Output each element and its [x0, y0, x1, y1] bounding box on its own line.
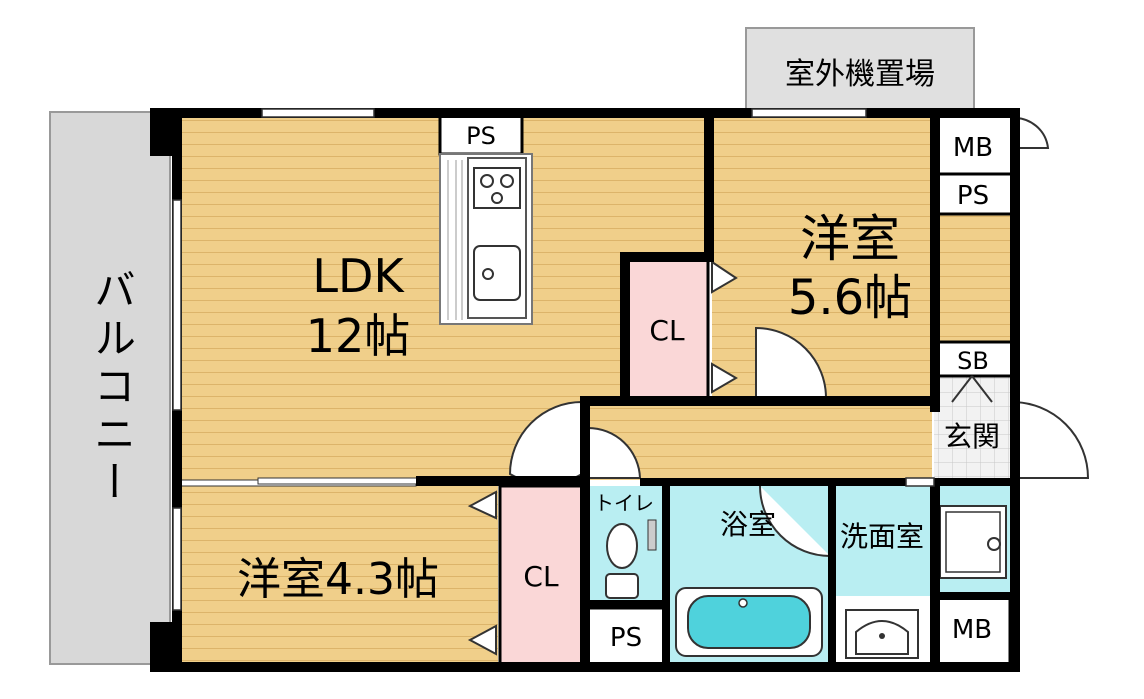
toilet-label: トイレ: [594, 491, 654, 515]
bathroom-label: 浴室: [720, 508, 776, 541]
walls: [150, 108, 1020, 672]
mb-bottom-label: MB: [952, 615, 992, 645]
toilet-fixture-icon: [605, 519, 657, 599]
bathroom-door-arc: [759, 485, 831, 557]
cl-center-label: CL: [649, 314, 685, 347]
cl-bottom-label: CL: [523, 560, 559, 593]
balcony-label: バルコニー: [88, 268, 137, 508]
wash-basin-icon: [845, 609, 919, 659]
ps-bottom-label: PS: [610, 623, 642, 653]
western-room-1-name: 洋室: [800, 210, 900, 268]
ps-top-label: PS: [466, 122, 496, 150]
outdoor-unit-area: [745, 27, 975, 113]
bathtub-icon: [675, 587, 823, 657]
balcony-area: [49, 111, 171, 665]
ldk-size: 12帖: [306, 309, 411, 363]
washroom-label: 洗面室: [840, 520, 924, 553]
hall-floor: [588, 402, 932, 478]
entrance-label: 玄関: [944, 420, 1000, 453]
sb-label: SB: [957, 347, 989, 375]
ldk-name: LDK: [312, 249, 405, 303]
sb-door-marks: [951, 375, 993, 403]
door-arcs: [508, 116, 1090, 485]
outdoor-unit-label: 室外機置場: [785, 57, 935, 92]
stove-icon: [473, 167, 521, 209]
entrance-floor: [934, 376, 1010, 478]
western-room-1-size: 5.6帖: [788, 270, 912, 326]
western-room-2-floor: [180, 486, 498, 664]
mb-top-label: MB: [953, 133, 993, 163]
western-room-2-label: 洋室4.3帖: [237, 554, 439, 605]
closet-door-marks: [467, 260, 738, 656]
ps-top-box: [438, 114, 524, 156]
windows: [172, 108, 935, 611]
washing-machine-icon: [939, 505, 1007, 579]
sink-icon: [473, 245, 521, 301]
ps-right-label: PS: [957, 181, 989, 211]
